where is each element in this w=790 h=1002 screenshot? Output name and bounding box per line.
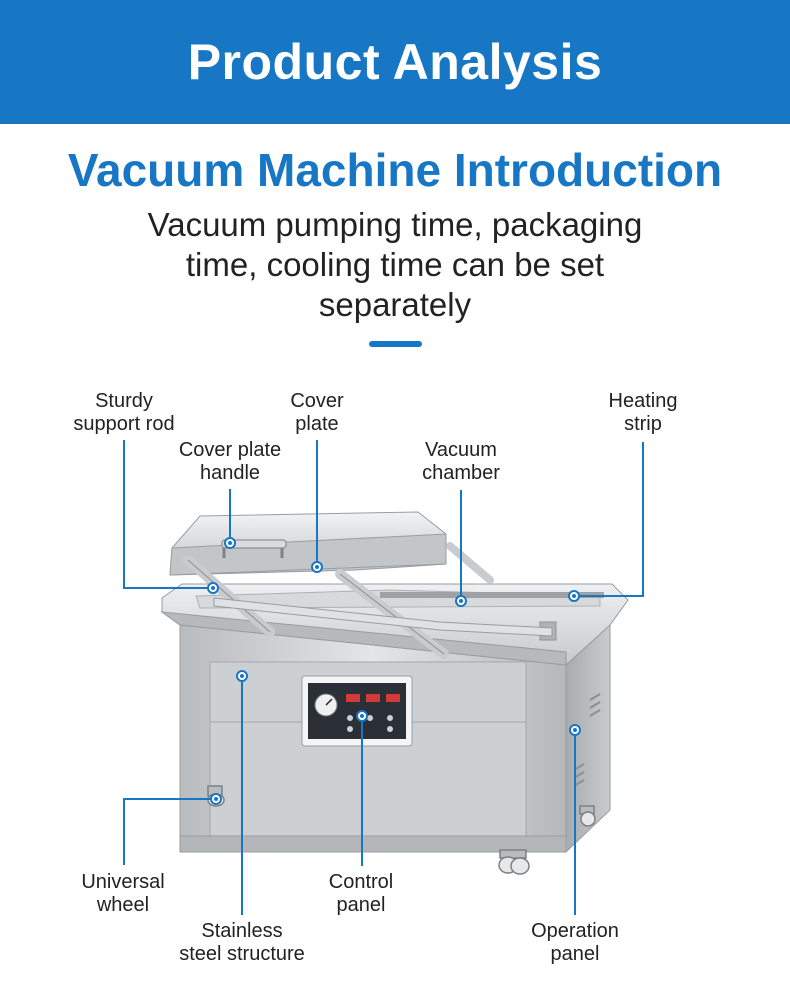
label-vacuum-chamber: Vacuum chamber	[422, 439, 500, 484]
callout-markers	[207, 537, 581, 805]
section-subtitle: Vacuum pumping time, packaging time, coo…	[147, 206, 643, 323]
label-support-rod: Sturdy support rod	[73, 390, 175, 435]
cover-plates	[169, 511, 553, 659]
label-universal-wheel: Universal wheel	[81, 871, 165, 916]
callout-lines	[123, 440, 644, 915]
label-stainless-steel-structure: Stainless steel structure	[179, 920, 305, 965]
banner-title: Product Analysis	[187, 34, 603, 90]
label-operation-panel: Operation panel	[531, 920, 619, 965]
label-cover-plate-handle: Cover plate handle	[178, 439, 282, 484]
section-title: Vacuum Machine Introduction	[67, 144, 723, 196]
title-divider	[369, 341, 422, 347]
header-banner: Product Analysis	[0, 0, 790, 124]
control-panel-graphic	[301, 675, 413, 747]
label-heating-strip: Heating strip	[608, 390, 678, 435]
label-cover-plate: Cover plate	[290, 390, 344, 435]
label-control-panel: Control panel	[328, 871, 394, 916]
